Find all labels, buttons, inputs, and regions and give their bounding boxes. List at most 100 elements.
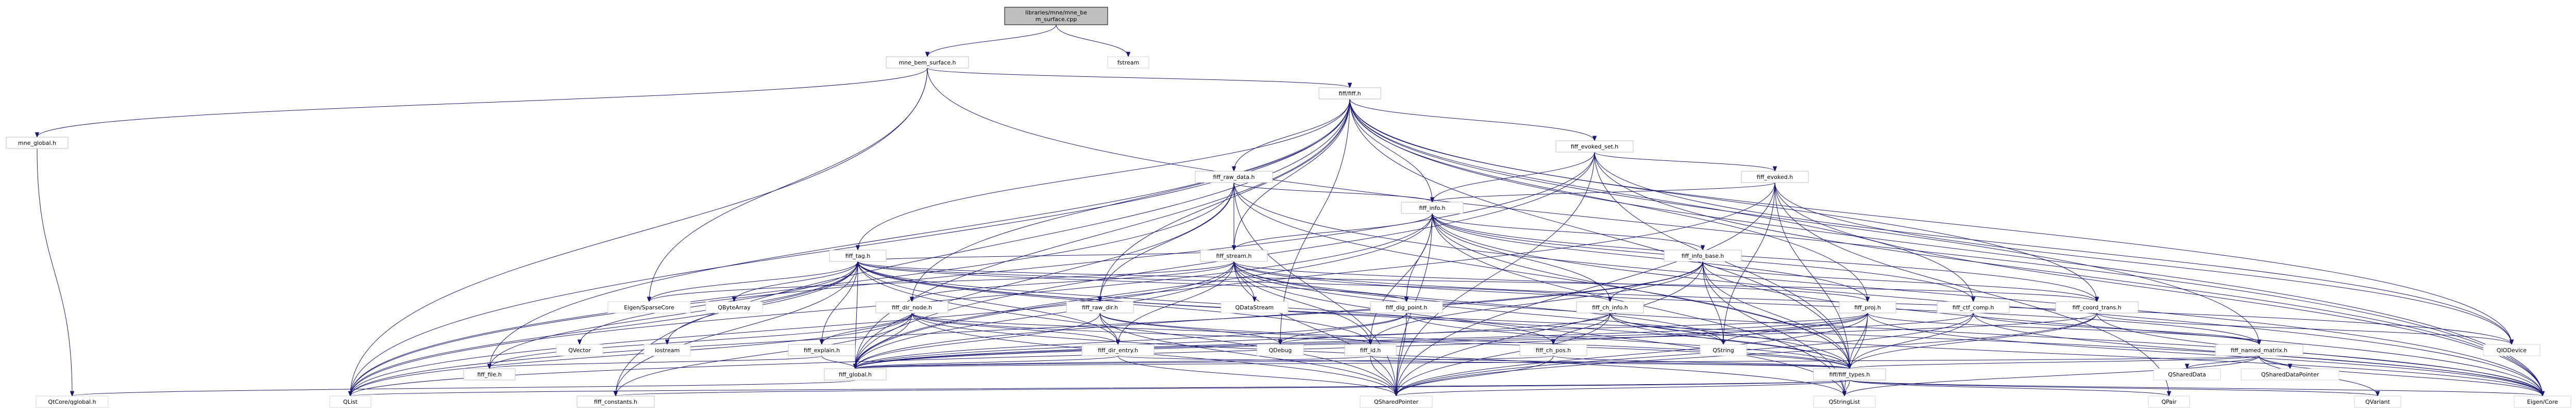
edge-fiff-info-base-h-to-fiff-types-h xyxy=(1702,261,1850,369)
node-box xyxy=(463,368,516,381)
edge-arrowhead xyxy=(348,391,353,397)
node-mne-global-h[interactable]: mne_global.h xyxy=(6,137,69,149)
node-fiff-dig-point-h[interactable]: fiff_dig_point.h xyxy=(1370,301,1443,314)
edge-arrowhead xyxy=(2166,391,2172,397)
node-root[interactable]: libraries/mne/mne_bem_surface.cpp xyxy=(1004,7,1108,25)
node-label: Eigen/Core xyxy=(2527,399,2558,405)
edge-fiff-dir-node-h-to-fiff-global-h xyxy=(855,312,912,369)
node-box xyxy=(556,344,603,356)
node-layer: libraries/mne/mne_bem_surface.cpp mne_bem… xyxy=(6,7,2571,408)
node-label: fiff_dir_entry.h xyxy=(1098,347,1138,354)
node-fiff-evoked-set-h[interactable]: fiff_evoked_set.h xyxy=(1555,140,1634,153)
node-fiff-id-h[interactable]: fiff_id.h xyxy=(1344,344,1397,356)
edge-fiff-stream-h-to-fiff-id-h xyxy=(1233,261,1371,345)
node-fiff-global-h[interactable]: fiff_global.h xyxy=(824,368,887,381)
node-box xyxy=(1200,250,1268,262)
node-fiff-named-matrix-h[interactable]: fiff_named_matrix.h xyxy=(2215,344,2303,356)
node-fiff-dir-entry-h[interactable]: fiff_dir_entry.h xyxy=(1081,344,1155,356)
edge-fiff-raw-data-h-to-fiff-global-h xyxy=(855,182,1234,369)
node-label: iostream xyxy=(655,347,680,354)
edge-fiff-coord-trans-h-to-fiff-global-h xyxy=(855,312,2097,369)
edge-root-to-mne-bem-surface-h xyxy=(927,24,1057,57)
node-box xyxy=(1401,202,1464,214)
node-box xyxy=(1741,171,1809,183)
edge-fiff-evoked-h-to-fiff-types-h xyxy=(1774,182,1850,369)
edge-fiff-tag-h-to-fiff-coord-trans-h xyxy=(857,261,2097,302)
node-qtcoreglobal: QtCore/qglobal.h xyxy=(36,395,109,408)
edge-fiff-explain-h-to-fiff-global-h xyxy=(821,355,856,369)
edge-arrowhead xyxy=(2509,339,2514,345)
edge-arrowhead xyxy=(577,339,582,345)
edge-fiff-stream-h-to-qstring xyxy=(1233,261,1724,345)
node-qstringlist: QStringList xyxy=(1813,395,1876,408)
node-fiff-stream-h[interactable]: fiff_stream.h xyxy=(1200,250,1268,262)
node-label: QStringList xyxy=(1829,399,1860,405)
edge-arrowhead xyxy=(853,364,858,370)
edge-fiff-explain-h-to-fiff-file-h xyxy=(489,355,822,369)
node-fiff-coord-trans-h[interactable]: fiff_coord_trans.h xyxy=(2055,301,2139,314)
edge-fiff-coord-trans-h-to-eigen-core xyxy=(2096,312,2543,397)
edge-fiff-evoked-h-to-qiodevice xyxy=(1774,182,2512,345)
node-label: fiff_evoked.h xyxy=(1757,174,1793,180)
node-fiff-tag-h[interactable]: fiff_tag.h xyxy=(829,250,887,262)
edge-arrowhead xyxy=(1847,364,1852,370)
edge-fiff-ch-pos-h-to-fiff-types-h xyxy=(1553,355,1850,369)
edge-arrowhead xyxy=(1607,296,1613,303)
edge-fiff-dir-entry-h-to-fiff-global-h xyxy=(855,355,1118,369)
edge-fiff-h-to-qlist xyxy=(350,98,1350,397)
node-label-line: libraries/mne/mne_be xyxy=(1025,9,1087,16)
edge-fiff-dir-node-h-to-fiff-id-h xyxy=(911,312,1371,345)
node-fiff-constants-h[interactable]: fiff_constants.h xyxy=(577,395,655,408)
node-fiff-proj-h[interactable]: fiff_proj.h xyxy=(1839,301,1896,314)
edge-fiff-raw-data-h-to-fiff-raw-dir-h xyxy=(1099,182,1234,302)
edge-fiff-id-h-to-qsharedpointer xyxy=(1370,355,1397,397)
edge-arrowhead xyxy=(2094,296,2099,303)
edge-layer xyxy=(35,24,2545,397)
node-fiff-info-h[interactable]: fiff_info.h xyxy=(1401,202,1464,214)
node-fiff-ch-pos-h[interactable]: fiff_ch_pos.h xyxy=(1519,344,1587,356)
edge-fiff-named-matrix-h-to-fiff-global-h xyxy=(855,355,2260,369)
edge-arrowhead xyxy=(1126,52,1131,58)
edge-fiff-stream-h-to-eigen-sparsecore xyxy=(649,261,1234,302)
edge-fiff-evoked-h-to-qstring xyxy=(1723,182,1775,345)
node-label: mne_bem_surface.h xyxy=(899,59,956,66)
node-label: QDataStream xyxy=(1235,304,1274,311)
node-qshareddata: QSharedData xyxy=(2153,368,2221,381)
edge-fiff-evoked-h-to-qpair xyxy=(1774,182,2170,397)
node-fiff-ch-info-h[interactable]: fiff_ch_info.h xyxy=(1576,301,1644,314)
node-fiff-explain-h[interactable]: fiff_explain.h xyxy=(788,344,856,356)
node-fiff-file-h[interactable]: fiff_file.h xyxy=(463,368,516,381)
node-label: fiff_explain.h xyxy=(804,347,840,354)
node-fiff-evoked-h[interactable]: fiff_evoked.h xyxy=(1741,171,1809,183)
edge-arrowhead xyxy=(2257,339,2262,345)
edge-fiff-evoked-set-h-to-eigen-core xyxy=(1594,152,2543,397)
node-label: QSharedPointer xyxy=(1374,399,1418,405)
node-fiff-raw-data-h[interactable]: fiff_raw_data.h xyxy=(1195,171,1273,183)
edge-fiff-stream-h-to-qlist xyxy=(350,261,1234,397)
node-fiff-ctf-comp-h[interactable]: fiff_ctf_comp.h xyxy=(1937,301,2010,314)
edge-fiff-types-h-to-qvariant xyxy=(1849,380,2378,397)
node-label: fiff_constants.h xyxy=(594,399,637,405)
node-label: QSharedDataPointer xyxy=(2261,371,2319,378)
node-fiff-dir-node-h[interactable]: fiff_dir_node.h xyxy=(875,301,948,314)
node-box xyxy=(1257,344,1304,356)
node-box xyxy=(2055,301,2139,314)
edge-fiff-raw-dir-h-to-qdebug xyxy=(1099,312,1281,345)
node-fiff-raw-dir-h[interactable]: fiff_raw_dir.h xyxy=(1066,301,1134,314)
edge-arrowhead xyxy=(1231,245,1236,251)
node-label: QPair xyxy=(2161,399,2177,405)
node-fiff-types-h[interactable]: fiff/fiff_types.h xyxy=(1813,368,1886,381)
edge-arrowhead xyxy=(1115,339,1121,345)
node-label: QVector xyxy=(568,347,591,354)
node-mne-bem-surface-h[interactable]: mne_bem_surface.h xyxy=(886,56,969,69)
edge-arrowhead xyxy=(1592,136,1597,142)
node-box xyxy=(2153,368,2221,381)
node-box xyxy=(1081,344,1155,356)
node-label: fiff_ch_pos.h xyxy=(1536,347,1571,354)
edge-fiff-raw-dir-h-to-qsharedpointer xyxy=(1099,312,1397,397)
edge-fiff-global-h-to-qtcoreglobal xyxy=(72,380,856,397)
node-fiff-info-base-h[interactable]: fiff_info_base.h xyxy=(1664,250,1742,262)
edge-fiff-evoked-h-to-fiff-global-h xyxy=(855,182,1775,369)
node-fiff-h[interactable]: fiff/fiff.h xyxy=(1318,87,1381,100)
edge-fiff-h-to-fiff-constants-h xyxy=(615,98,1350,397)
